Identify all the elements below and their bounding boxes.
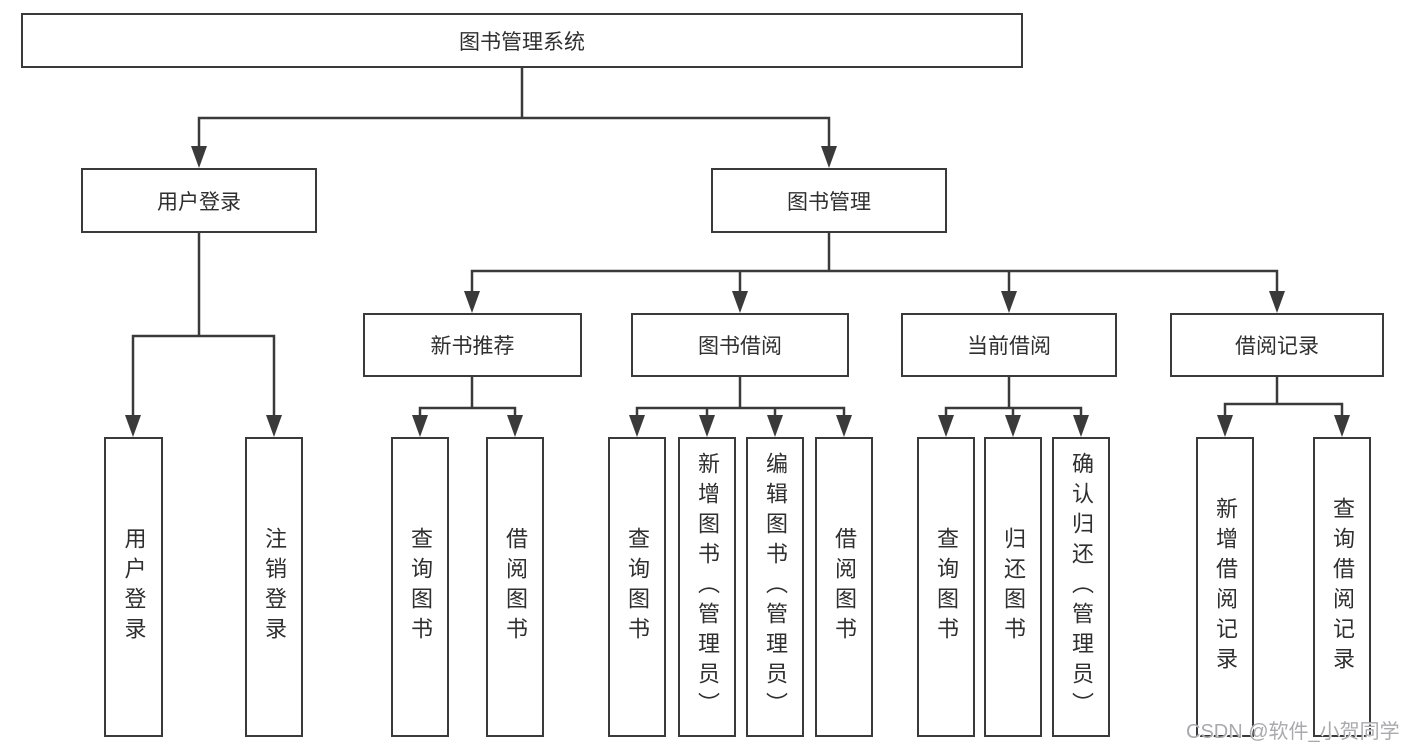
arrowhead-icon bbox=[938, 415, 954, 437]
connector-user-login-to-leaves bbox=[131, 231, 276, 421]
connector-borrow-to-leaves bbox=[635, 375, 846, 421]
connector-book-mgmt-to-sections bbox=[470, 231, 1279, 296]
node-new-book-recommend: 新书推荐 bbox=[363, 313, 582, 377]
leaf-confirm-return-admin-label: 确认归还（管理员） bbox=[1069, 452, 1094, 722]
leaf-borrow-query-books-label: 查询图书 bbox=[625, 527, 650, 647]
leaf-recommend-query-books-label: 查询图书 bbox=[408, 527, 433, 647]
leaf-add-borrow-record-label: 新增借阅记录 bbox=[1213, 497, 1238, 677]
node-user-login: 用户登录 bbox=[81, 168, 317, 233]
leaf-query-borrow-record: 查询借阅记录 bbox=[1313, 437, 1371, 737]
node-book-management-label: 图书管理 bbox=[787, 190, 871, 214]
arrowhead-icon bbox=[732, 291, 748, 313]
leaf-logout-label: 注销登录 bbox=[262, 527, 287, 647]
node-user-login-label: 用户登录 bbox=[157, 190, 241, 214]
leaf-return-books-label: 归还图书 bbox=[1001, 527, 1026, 647]
leaf-recommend-query-books: 查询图书 bbox=[391, 437, 449, 737]
arrowhead-icon bbox=[464, 291, 480, 313]
leaf-borrow-query-books: 查询图书 bbox=[608, 437, 666, 737]
arrowheads bbox=[125, 146, 1350, 437]
leaf-current-query-books-label: 查询图书 bbox=[934, 527, 959, 647]
connector-recommend-to-leaves bbox=[418, 375, 517, 421]
arrowhead-icon bbox=[266, 415, 282, 437]
arrowhead-icon bbox=[1217, 415, 1233, 437]
leaf-current-query-books: 查询图书 bbox=[917, 437, 975, 737]
node-current-borrow-label: 当前借阅 bbox=[967, 335, 1051, 358]
arrowhead-icon bbox=[836, 415, 852, 437]
arrowhead-icon bbox=[191, 146, 207, 168]
arrowhead-icon bbox=[629, 415, 645, 437]
node-book-management: 图书管理 bbox=[711, 168, 947, 233]
arrowhead-icon bbox=[1334, 415, 1350, 437]
arrowhead-icon bbox=[507, 415, 523, 437]
node-borrow-records: 借阅记录 bbox=[1170, 313, 1384, 377]
leaf-edit-books-admin: 编辑图书（管理员） bbox=[746, 437, 804, 737]
leaf-recommend-borrow-books: 借阅图书 bbox=[486, 437, 544, 737]
arrowhead-icon bbox=[412, 415, 428, 437]
leaf-add-borrow-record: 新增借阅记录 bbox=[1196, 437, 1254, 737]
leaf-add-books-admin: 新增图书（管理员） bbox=[678, 437, 736, 737]
leaf-user-login: 用户登录 bbox=[104, 437, 163, 737]
connector-root-to-level2 bbox=[197, 66, 831, 150]
node-root-label: 图书管理系统 bbox=[459, 30, 585, 54]
leaf-confirm-return-admin: 确认归还（管理员） bbox=[1052, 437, 1110, 737]
leaf-recommend-borrow-books-label: 借阅图书 bbox=[503, 527, 528, 647]
node-book-borrow: 图书借阅 bbox=[631, 313, 849, 377]
node-root: 图书管理系统 bbox=[21, 13, 1023, 68]
csdn-watermark: CSDN @软件_小贺同学 bbox=[1186, 721, 1400, 743]
arrowhead-icon bbox=[821, 146, 837, 168]
arrowhead-icon bbox=[1269, 291, 1285, 313]
arrowhead-icon bbox=[1001, 291, 1017, 313]
leaf-add-books-admin-label: 新增图书（管理员） bbox=[695, 452, 720, 722]
leaf-edit-books-admin-label: 编辑图书（管理员） bbox=[763, 452, 788, 722]
node-new-book-recommend-label: 新书推荐 bbox=[430, 335, 515, 358]
node-book-borrow-label: 图书借阅 bbox=[698, 335, 782, 358]
leaf-query-borrow-record-label: 查询借阅记录 bbox=[1330, 497, 1355, 677]
leaf-logout: 注销登录 bbox=[245, 437, 303, 737]
leaf-return-books: 归还图书 bbox=[984, 437, 1042, 737]
arrowhead-icon bbox=[1073, 415, 1089, 437]
arrowhead-icon bbox=[699, 415, 715, 437]
leaf-user-login-label: 用户登录 bbox=[121, 527, 147, 647]
arrowhead-icon bbox=[125, 415, 141, 437]
node-current-borrow: 当前借阅 bbox=[901, 313, 1117, 377]
connector-records-to-leaves bbox=[1223, 375, 1344, 421]
arrowhead-icon bbox=[767, 415, 783, 437]
connector-current-to-leaves bbox=[944, 375, 1083, 421]
leaf-borrow-books-label: 借阅图书 bbox=[832, 527, 857, 647]
arrowhead-icon bbox=[1005, 415, 1021, 437]
leaf-borrow-books: 借阅图书 bbox=[815, 437, 873, 737]
node-borrow-records-label: 借阅记录 bbox=[1235, 335, 1319, 358]
